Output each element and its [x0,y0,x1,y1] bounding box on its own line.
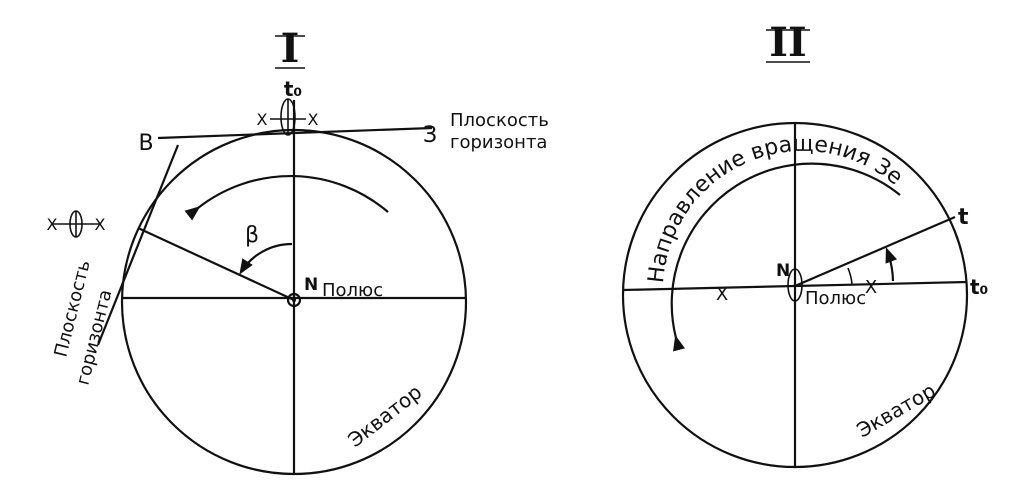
angle-arc-inner [847,267,853,285]
equator-label-fig1: Экватор [343,380,426,452]
z-label: З [423,123,437,148]
pole-marker-outer [286,292,302,308]
figure-one: I t₀ X X В З Плоскость горизонта β N Пол… [47,25,549,476]
figure-two-numeral: II [769,19,806,66]
equator-label-fig2: Экватор [853,378,940,442]
t-label-fig2: t [958,205,969,230]
rotation-arrow [184,174,389,221]
radius-to-observer [137,227,295,301]
north-label-fig1: N [304,275,318,295]
observer-line-t [794,215,956,288]
x-label-left-fig2: X [716,284,728,305]
x-label-side-right: X [95,215,106,234]
figure-one-numeral: I [281,25,300,72]
x-label-right-fig2: X [865,277,877,298]
star-image-side [52,210,100,238]
x-label-side-left: X [47,215,58,234]
rotation-arrow-two [670,162,901,352]
horizon-plane-side [96,144,180,346]
beta-label: β [245,223,259,248]
pole-label-fig1: Полюс [322,280,383,301]
t0-label-fig1: t₀ [284,77,302,101]
horizon-plane-top [157,126,433,140]
horizon-label-top-line2: горизонта [450,132,547,153]
b-label: В [138,131,153,156]
pole-label-fig2: Полюс [805,288,866,309]
horizon-label-top-line1: Плоскость [450,110,549,131]
beta-angle-arc [239,242,293,275]
x-label-top-right: X [308,110,319,129]
north-label-fig2: N [776,261,790,281]
t0-label-fig2: t₀ [970,275,988,299]
star-image-top [270,98,306,136]
star-image-center [787,268,803,302]
pole-marker-dot [292,298,296,302]
angle-arc-outer [885,247,898,282]
x-label-top-left: X [257,110,268,129]
